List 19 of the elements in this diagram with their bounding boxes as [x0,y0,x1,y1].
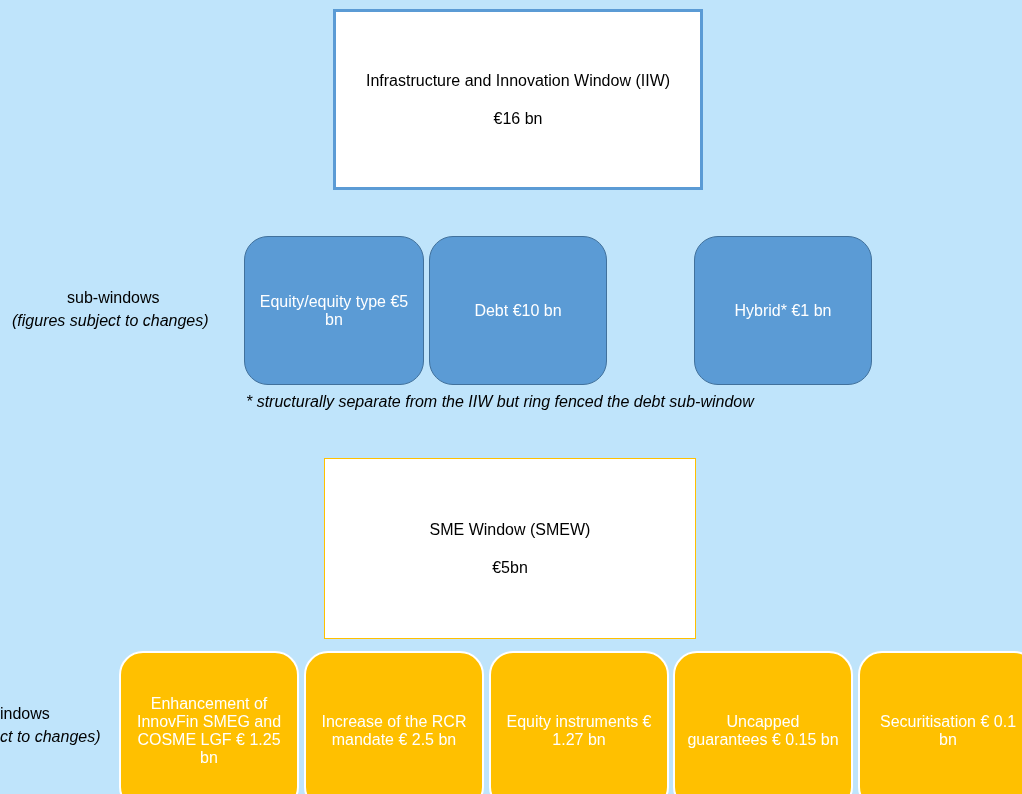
sub-window-box: Enhancement of InnovFin SMEG and COSME LGF € 1.25 bn [119,651,299,794]
sub-window-box: Increase of the RCR mandate € 2.5 bn [304,651,484,794]
row-label: indows [0,705,50,723]
sub-window-box: Hybrid* €1 bn [694,236,872,385]
row-note: ct to changes) [0,728,101,746]
footnote: * structurally separate from the IIW but ring fenced the debt sub-window [246,393,754,411]
amount-text: €5bn [492,558,528,577]
amount-text: €16 bn [493,109,543,128]
sub-window-box: Equity/equity type €5 bn [244,236,424,385]
row-label: sub-windows [67,289,160,307]
sub-window-box: Uncapped guarantees € 0.15 bn [673,651,853,794]
row-note: (figures subject to changes) [12,312,209,330]
sub-window-box: Securitisation € 0.1 bn [858,651,1022,794]
window-title: SME Window (SMEW) [429,520,591,539]
window-title: Infrastructure and Innovation Window (IIW) [365,71,671,90]
sub-window-box: Equity instruments € 1.27 bn [489,651,669,794]
sub-window-box: Debt €10 bn [429,236,607,385]
window-box [324,458,696,639]
window-box [333,9,703,190]
